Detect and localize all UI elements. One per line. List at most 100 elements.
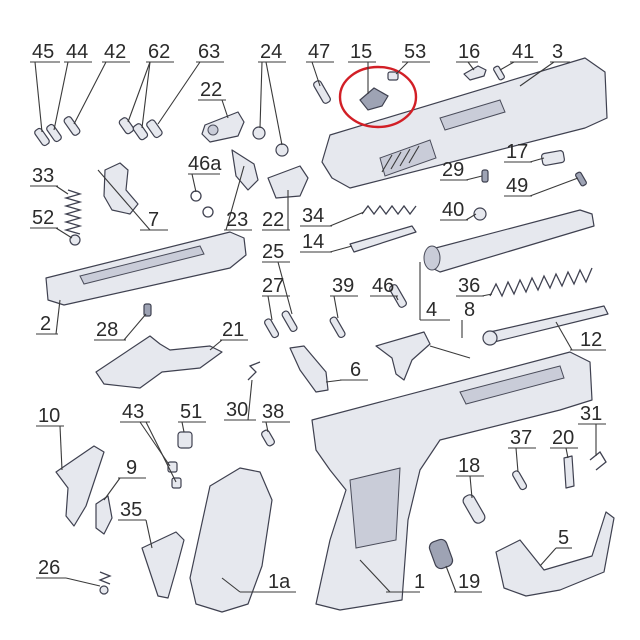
- label-37: 37: [510, 427, 532, 449]
- highlight-circle: [338, 65, 418, 129]
- spring-31: [589, 451, 607, 471]
- label-43: 43: [122, 401, 144, 423]
- label-22-mid: 22: [262, 209, 284, 231]
- label-40: 40: [442, 199, 464, 221]
- pin-44: [46, 123, 62, 143]
- part-24: [252, 126, 289, 157]
- label-62: 62: [148, 41, 170, 63]
- spring-28: [143, 303, 152, 317]
- pin-37: [512, 470, 528, 491]
- part-19: [428, 538, 454, 570]
- pin-62: [118, 117, 149, 141]
- spring-33: [63, 189, 83, 235]
- frame-part-1: [311, 351, 593, 611]
- label-53: 53: [404, 41, 426, 63]
- pin-27: [264, 318, 280, 339]
- part-23: [231, 149, 259, 191]
- label-28: 28: [96, 319, 118, 341]
- spring-30: [247, 361, 261, 381]
- part-20: [563, 455, 575, 489]
- label-45: 45: [32, 41, 54, 63]
- label-6: 6: [350, 359, 361, 381]
- spring-36: [489, 267, 593, 298]
- label-29: 29: [442, 159, 464, 181]
- label-24: 24: [260, 41, 282, 63]
- label-16: 16: [458, 41, 480, 63]
- part-16: [463, 65, 487, 81]
- part-29: [481, 169, 489, 183]
- part-labels: 45 44 42 62 63 24 47 15 53 16 41 3 22 33…: [32, 41, 602, 593]
- label-20: 20: [552, 427, 574, 449]
- part-17: [541, 150, 565, 166]
- pin-42: [63, 116, 81, 136]
- label-1a: 1a: [268, 571, 291, 593]
- label-15: 15: [350, 41, 372, 63]
- label-12: 12: [580, 329, 602, 351]
- label-2: 2: [40, 313, 51, 335]
- label-47: 47: [308, 41, 330, 63]
- rod-12: [482, 305, 609, 346]
- trigger-guard-5: [495, 511, 615, 597]
- label-36: 36: [458, 275, 480, 297]
- spring-26: [98, 571, 112, 595]
- label-31: 31: [580, 403, 602, 425]
- label-38: 38: [262, 401, 284, 423]
- label-46a: 46a: [188, 153, 222, 175]
- part-46a: [190, 190, 214, 218]
- part-35: [141, 531, 185, 599]
- part-41: [493, 65, 505, 81]
- label-17: 17: [506, 141, 528, 163]
- label-7: 7: [148, 209, 159, 231]
- part-22-top: [201, 111, 245, 143]
- pin-39: [329, 316, 346, 339]
- screw-52: [69, 234, 81, 246]
- part-6: [289, 345, 329, 393]
- label-19: 19: [458, 571, 480, 593]
- label-63: 63: [198, 41, 220, 63]
- label-22-top: 22: [200, 79, 222, 101]
- label-1: 1: [414, 571, 425, 593]
- label-14: 14: [302, 231, 324, 253]
- pin-45: [34, 127, 50, 147]
- trigger-bar-21: [95, 335, 223, 389]
- part-53: [387, 71, 399, 81]
- label-5: 5: [558, 527, 569, 549]
- label-3: 3: [552, 41, 563, 63]
- label-18: 18: [458, 455, 480, 477]
- pin-47: [313, 80, 331, 104]
- part-40: [473, 207, 487, 221]
- barrel-4: [423, 209, 595, 273]
- grip-panel-1a: [189, 467, 273, 613]
- label-8: 8: [464, 299, 475, 321]
- slide-part: [321, 57, 608, 189]
- part-49: [575, 171, 587, 187]
- label-33: 33: [32, 165, 54, 187]
- label-10: 10: [38, 405, 60, 427]
- part-15: [359, 87, 389, 111]
- label-26: 26: [38, 557, 60, 579]
- part-22-mid: [267, 165, 309, 199]
- label-23: 23: [226, 209, 248, 231]
- slide-stop-8: [375, 331, 431, 381]
- label-34: 34: [302, 205, 324, 227]
- label-52: 52: [32, 207, 54, 229]
- part-9: [95, 495, 113, 535]
- label-42: 42: [104, 41, 126, 63]
- label-46: 46: [372, 275, 394, 297]
- part-10: [55, 445, 105, 527]
- label-51: 51: [180, 401, 202, 423]
- part-7: [103, 162, 139, 215]
- pin-63: [146, 119, 163, 139]
- part-51: [177, 431, 193, 449]
- label-27: 27: [262, 275, 284, 297]
- label-35: 35: [120, 499, 142, 521]
- spring-34: [361, 204, 417, 216]
- label-41: 41: [512, 41, 534, 63]
- label-25: 25: [262, 241, 284, 263]
- label-4: 4: [426, 299, 437, 321]
- part-18: [462, 494, 486, 524]
- label-21: 21: [222, 319, 244, 341]
- label-30: 30: [226, 399, 248, 421]
- label-39: 39: [332, 275, 354, 297]
